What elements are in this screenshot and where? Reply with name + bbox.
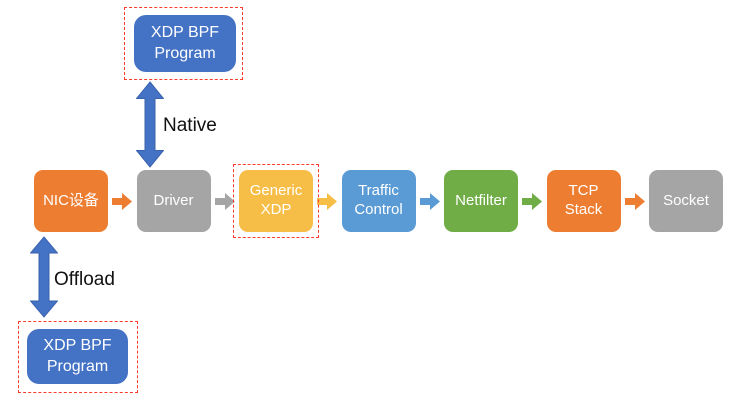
offload-link-label: Offload [54, 269, 115, 290]
offload-program-dashed-frame: XDP BPF Program [18, 321, 138, 393]
flow-node-traffic-control: Traffic Control [341, 170, 416, 232]
pipeline-row: NIC设备 Driver Generic XDP Traffic Control… [34, 164, 723, 238]
flow-node-netfilter: Netfilter [444, 170, 518, 232]
flow-node-tcp-stack: TCP Stack [546, 170, 621, 232]
native-program-dashed-frame: XDP BPF Program [124, 7, 243, 80]
arrow-right-icon [317, 192, 338, 210]
arrow-right-icon [419, 192, 440, 210]
arrow-right-icon [214, 192, 235, 210]
offload-double-arrow-icon [30, 236, 58, 318]
flow-node-driver: Driver [136, 170, 211, 232]
flow-node-generic-xdp: Generic XDP [233, 164, 319, 238]
offload-xdp-bpf-program-box: XDP BPF Program [27, 329, 128, 384]
native-double-arrow-icon [136, 81, 164, 168]
flow-node-nic: NIC设备 [34, 170, 108, 232]
native-xdp-bpf-program-box: XDP BPF Program [134, 15, 236, 72]
flow-node-socket: Socket [649, 170, 723, 232]
arrow-right-icon [624, 192, 645, 210]
arrow-right-icon [112, 192, 133, 210]
native-link-label: Native [163, 115, 217, 136]
arrow-right-icon [522, 192, 543, 210]
